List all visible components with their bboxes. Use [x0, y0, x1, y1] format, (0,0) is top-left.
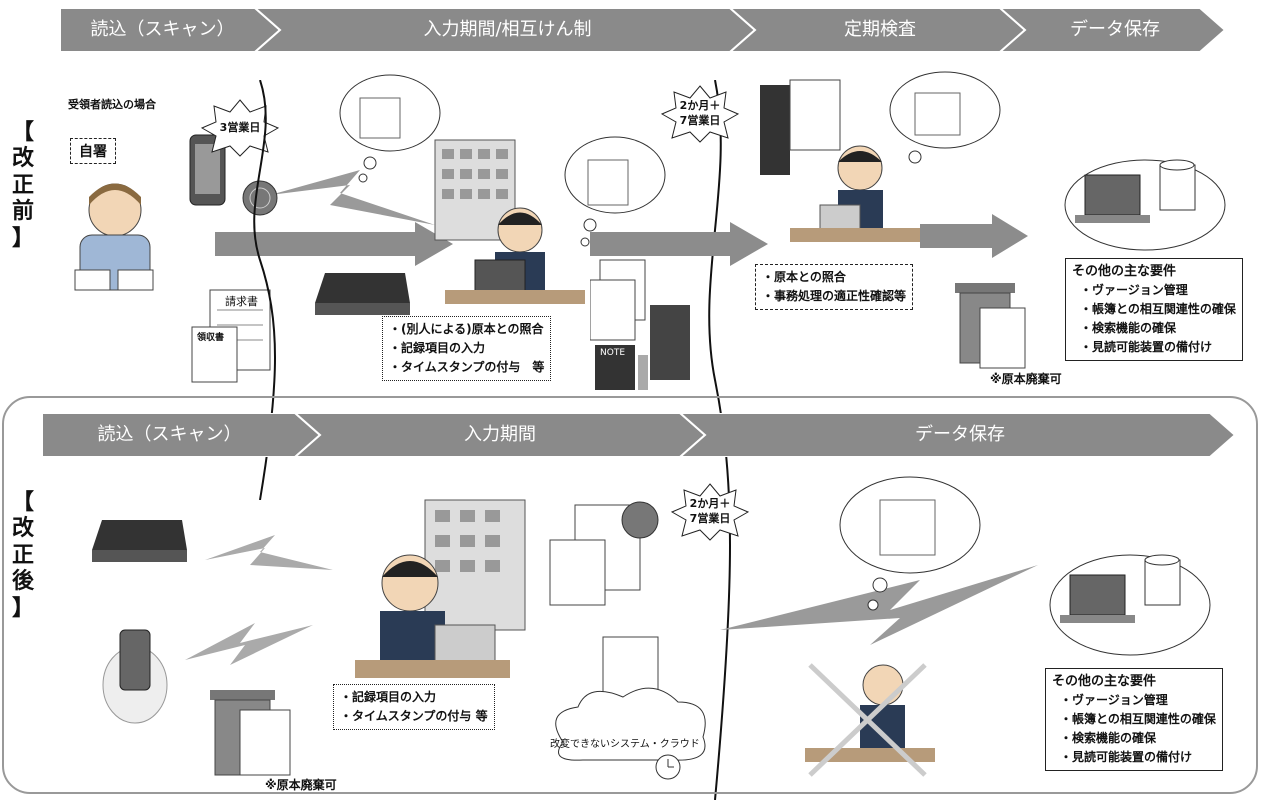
- receiver-case-label: 受領者読込の場合: [68, 98, 156, 111]
- cloud-storage-icon: [1064, 159, 1226, 251]
- deadline-2months-badge: 2か月＋ 7営業日: [660, 84, 740, 144]
- deadline-divider-line-2: [708, 80, 731, 800]
- after-disposal-note: ※原本廃棄可: [265, 778, 337, 792]
- before-disposal-note: ※原本廃棄可: [990, 372, 1062, 386]
- transmission-lightning-icon: [720, 565, 1038, 645]
- worker-at-desk-icon: [445, 207, 585, 304]
- thought-cloud-icon: [339, 74, 441, 183]
- flow-arrow-3: [920, 214, 1028, 258]
- smartphone-icon: [102, 629, 168, 724]
- thought-cloud-icon: [889, 71, 1001, 164]
- thought-cloud-icon: [839, 476, 981, 611]
- after-side-label: 【 改 正 後 】: [11, 490, 34, 621]
- before-process-bar: 読込（スキャン） 入力期間/相互けん制 定期検査 データ保存: [0, 8, 1263, 52]
- after-requirements-box: その他の主な要件 ・ヴァージョン管理 ・帳簿との相互関連性の確保 ・検索機能の確…: [1045, 668, 1223, 771]
- step-data-storage: データ保存: [1070, 19, 1160, 40]
- person-icon: [74, 183, 154, 291]
- cloud-system-label: 改変できないシステム・クラウド: [550, 739, 700, 750]
- deadline-2months-badge: 2か月＋ 7営業日: [670, 482, 750, 542]
- deadline-divider-line-1: [253, 80, 276, 500]
- after-process-bar: 読込（スキャン） 入力期間 データ保存: [0, 413, 1263, 457]
- thought-cloud-icon: [564, 136, 666, 247]
- transmission-lightning-icon: [205, 535, 333, 570]
- trash-bin-icon: [210, 690, 291, 776]
- trash-bin-icon: [955, 283, 1026, 369]
- scanner-icon: [315, 273, 410, 315]
- before-requirements-box: その他の主な要件 ・ヴァージョン管理 ・帳簿との相互関連性の確保 ・検索機能の確…: [1065, 258, 1243, 361]
- timestamp-seal-icon: [242, 180, 278, 216]
- step-periodic-inspection: 定期検査: [844, 19, 916, 40]
- scanner-icon: [92, 520, 187, 562]
- before-input-tasks-box: ・(別人による)原本との照合 ・記録項目の入力 ・タイムスタンプの付与 等: [382, 316, 552, 381]
- deadline-3days-badge: 3営業日: [200, 98, 280, 158]
- step-scan: 読込（スキャン）: [97, 424, 242, 445]
- invoice-label: 請求書: [225, 295, 258, 308]
- transmission-lightning-icon: [185, 623, 313, 665]
- step-data-storage: データ保存: [915, 424, 1005, 445]
- after-input-tasks-box: ・記録項目の入力 ・タイムスタンプの付与 等: [333, 684, 495, 730]
- smartphone-icon: [189, 134, 226, 206]
- worker-at-desk-icon: [355, 554, 510, 678]
- before-process-arrows: [59, 8, 1227, 52]
- crossed-out-inspector-icon: [805, 663, 935, 777]
- transmission-lightning-icon: [270, 170, 435, 225]
- tamperproof-cloud-icon: [555, 636, 706, 780]
- binder-icon: [760, 79, 841, 175]
- step-input-period: 入力期間/相互けん制: [423, 19, 592, 40]
- before-inspection-tasks-box: ・原本との照合 ・事務処理の適正性確認等: [755, 264, 914, 310]
- flow-arrow-2: [590, 222, 768, 266]
- after-process-arrows: [41, 413, 1237, 457]
- receipt-document-icon: [191, 326, 238, 383]
- step-input-period: 入力期間: [464, 424, 536, 445]
- office-label: 自署: [70, 138, 116, 164]
- flow-arrow-1: [215, 222, 453, 266]
- notebook-label: NOTE: [600, 348, 626, 358]
- before-side-label: 【 改 正 前 】: [11, 120, 34, 251]
- step-scan: 読込（スキャン）: [90, 19, 235, 40]
- archived-documents-icon: [590, 259, 690, 390]
- inspector-at-desk-icon: [790, 145, 920, 242]
- cloud-storage-icon: [1049, 554, 1211, 656]
- receipt-label: 領収書: [197, 333, 225, 343]
- invoice-document-icon: [549, 501, 659, 606]
- after-panel: [2, 396, 1258, 794]
